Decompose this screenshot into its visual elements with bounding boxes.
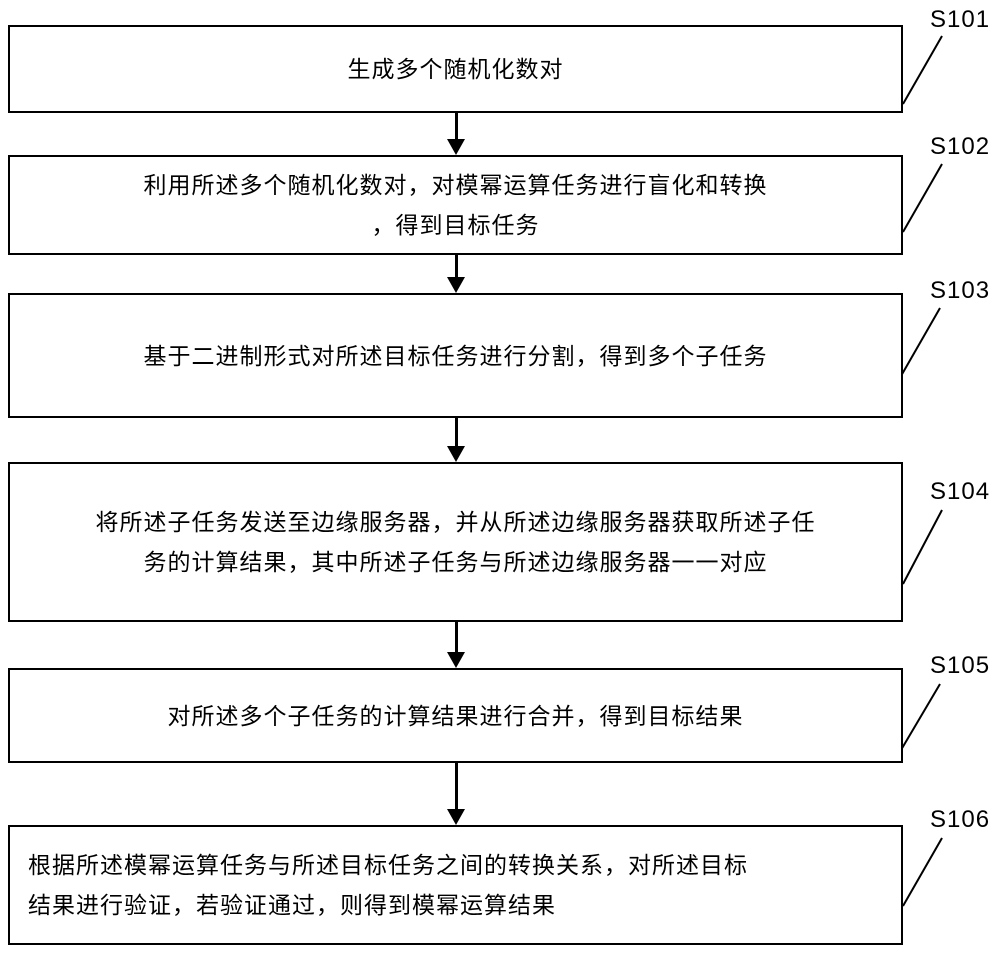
arrow-head-icon <box>447 652 465 668</box>
step-box-s104: 将所述子任务发送至边缘服务器，并从所述边缘服务器获取所述子任 务的计算结果，其中… <box>8 462 903 622</box>
leader-line-s102 <box>902 163 943 233</box>
step-box-s102: 利用所述多个随机化数对，对模幂运算任务进行盲化和转换 ，得到目标任务 <box>8 155 903 255</box>
flow-arrow-1 <box>447 113 465 155</box>
leader-line-s104 <box>902 509 943 585</box>
step-label-s104: S104 <box>930 478 991 505</box>
step-text-s106: 根据所述模幂运算任务与所述目标任务之间的转换关系，对所述目标 结果进行验证，若验… <box>28 852 748 918</box>
flow-arrow-3 <box>447 418 465 462</box>
step-box-s106: 根据所述模幂运算任务与所述目标任务之间的转换关系，对所述目标 结果进行验证，若验… <box>8 825 903 945</box>
leader-line-s103 <box>900 307 941 377</box>
flow-arrow-4 <box>447 622 465 668</box>
arrow-stem <box>454 418 458 447</box>
arrow-stem <box>454 113 458 140</box>
step-label-s101: S101 <box>930 6 991 33</box>
step-label-s105: S105 <box>930 652 991 679</box>
step-text-s105: 对所述多个子任务的计算结果进行合并，得到目标结果 <box>167 702 744 729</box>
flow-arrow-5 <box>447 763 465 825</box>
step-text-s104: 将所述子任务发送至边缘服务器，并从所述边缘服务器获取所述子任 务的计算结果，其中… <box>95 509 816 575</box>
step-text-s101: 生成多个随机化数对 <box>347 56 564 82</box>
leader-line-s105 <box>900 683 941 751</box>
step-box-s103: 基于二进制形式对所述目标任务进行分割，得到多个子任务 <box>8 293 903 418</box>
step-box-s105: 对所述多个子任务的计算结果进行合并，得到目标结果 <box>8 668 903 763</box>
arrow-stem <box>454 255 458 278</box>
arrow-stem <box>454 622 458 653</box>
arrow-head-icon <box>447 277 465 293</box>
arrow-head-icon <box>447 809 465 825</box>
step-box-s101: 生成多个随机化数对 <box>8 25 903 113</box>
arrow-head-icon <box>447 139 465 155</box>
step-text-s102: 利用所述多个随机化数对，对模幂运算任务进行盲化和转换 ，得到目标任务 <box>143 172 768 238</box>
leader-line-s101 <box>902 35 943 105</box>
arrow-stem <box>454 763 458 810</box>
step-label-s103: S103 <box>930 277 991 304</box>
flow-arrow-2 <box>447 255 465 293</box>
step-label-s102: S102 <box>930 133 991 160</box>
step-text-s103: 基于二进制形式对所述目标任务进行分割，得到多个子任务 <box>143 342 768 369</box>
step-label-s106: S106 <box>930 806 991 833</box>
arrow-head-icon <box>447 446 465 462</box>
leader-line-s106 <box>902 837 943 907</box>
